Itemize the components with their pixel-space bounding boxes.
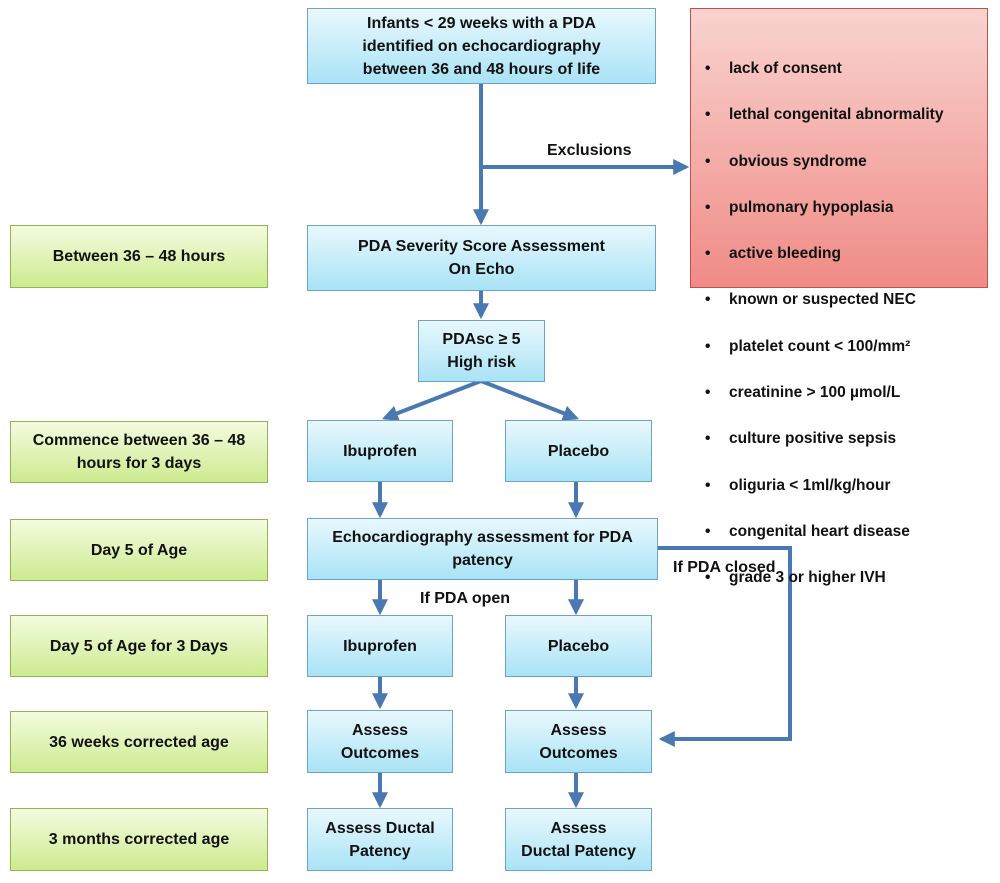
arrow-if-closed [658, 546, 792, 747]
start-box: Infants < 29 weeks with a PDA identified… [307, 8, 656, 84]
ibuprofen-box-1: Ibuprofen [307, 420, 453, 482]
if-pda-closed-label: If PDA closed [673, 559, 776, 576]
exclusion-item: creatinine > 100 µmol/L [705, 381, 987, 405]
exclusion-item: culture positive sepsis [705, 427, 987, 451]
exclusion-item: obvious syndrome [705, 150, 987, 174]
exclusion-item: platelet count < 100/mm² [705, 335, 987, 359]
ductal-box-right: Assess Ductal Patency [505, 808, 652, 871]
timeline-box-6: 3 months corrected age [10, 808, 268, 871]
outcomes-box-right: Assess Outcomes [505, 710, 652, 773]
outcomes-box-left: Assess Outcomes [307, 710, 453, 773]
timeline-box-1: Between 36 – 48 hours [10, 225, 268, 288]
echo-box: Echocardiography assessment for PDA pate… [307, 518, 658, 580]
exclusions-label: Exclusions [547, 142, 632, 159]
placebo-box-1: Placebo [505, 420, 652, 482]
exclusion-item: congenital heart disease [705, 520, 987, 544]
timeline-box-3: Day 5 of Age [10, 519, 268, 581]
exclusion-item: grade 3 or higher IVH [705, 566, 987, 590]
exclusion-item: active bleeding [705, 242, 987, 266]
if-pda-open-label: If PDA open [420, 590, 511, 607]
ibuprofen-box-2: Ibuprofen [307, 615, 453, 677]
exclusions-list: lack of consent lethal congenital abnorm… [705, 34, 987, 613]
timeline-box-4: Day 5 of Age for 3 Days [10, 615, 268, 677]
arrow-highrisk-to-ibuprofen [382, 379, 482, 421]
exclusions-box: lack of consent lethal congenital abnorm… [690, 8, 988, 590]
exclusion-item: lethal congenital abnormality [705, 103, 987, 127]
exclusion-item: lack of consent [705, 57, 987, 81]
timeline-box-2: Commence between 36 – 48 hours for 3 day… [10, 421, 268, 483]
severity-box: PDA Severity Score Assessment On Echo [307, 225, 656, 291]
arrow-highrisk-to-placebo [480, 379, 579, 421]
timeline-box-5: 36 weeks corrected age [10, 711, 268, 773]
exclusion-item: known or suspected NEC [705, 288, 987, 312]
placebo-box-2: Placebo [505, 615, 652, 677]
highrisk-box: PDAsc ≥ 5 High risk [418, 320, 545, 382]
exclusion-item: oliguria < 1ml/kg/hour [705, 474, 987, 498]
ductal-box-left: Assess Ductal Patency [307, 808, 453, 871]
exclusion-item: pulmonary hypoplasia [705, 196, 987, 220]
